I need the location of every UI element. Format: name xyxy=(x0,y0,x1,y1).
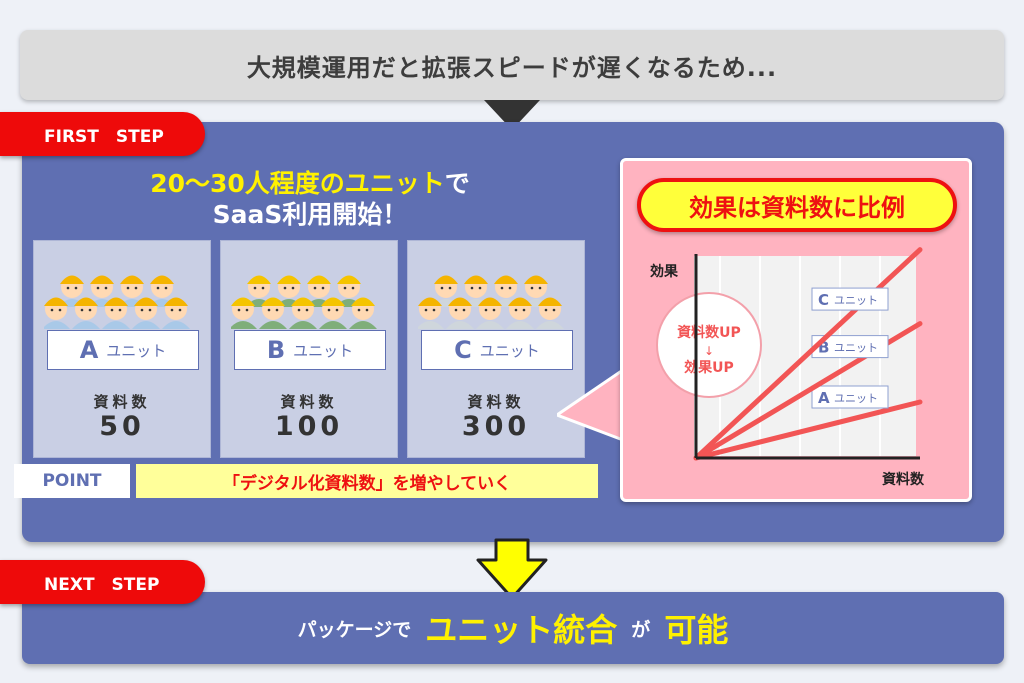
series-label-letter: B xyxy=(818,339,829,357)
worker-figure xyxy=(319,297,347,329)
series-layer: A ユニット B ユニット C ユニット xyxy=(693,247,923,461)
next-step-tag: NEXT STEP xyxy=(0,560,205,604)
worker-figure xyxy=(506,297,534,329)
callout-arrow: ↓ xyxy=(704,344,714,358)
doc-count-label: 資料数 xyxy=(467,393,525,411)
unit-card-c: C ユニット 資料数 300 xyxy=(407,240,585,458)
unit-card-b: B ユニット 資料数 100 xyxy=(220,240,398,458)
effect-chart: 資料数UP ↓ 効果UP A ユニット B ユニット C ユニット 効果 資料数 xyxy=(650,247,925,488)
people-group-icon xyxy=(418,275,564,329)
down-arrow-icon xyxy=(476,538,548,600)
y-axis-label: 効果 xyxy=(650,263,679,280)
next-step-prefix: パッケージで xyxy=(297,618,412,641)
worker-figure xyxy=(476,297,504,329)
worker-figure xyxy=(102,297,130,329)
worker-figure xyxy=(72,297,100,329)
unit-word: ユニット xyxy=(106,341,167,360)
top-banner: 大規模運用だと拡張スピードが遅くなるため... xyxy=(20,30,1004,100)
banner-text: 大規模運用だと拡張スピードが遅くなるため... xyxy=(246,53,778,82)
unit-letter: C xyxy=(454,336,472,364)
point-text: 「デジタル化資料数」を増やしていく xyxy=(222,473,512,494)
series-label-letter: A xyxy=(818,389,830,407)
unit-letter: A xyxy=(79,336,99,364)
first-step-label: FIRST STEP xyxy=(44,126,164,147)
worker-figure xyxy=(289,297,317,329)
series-label-word: ユニット xyxy=(834,342,878,355)
unit-label-box: A ユニット xyxy=(47,330,199,370)
point-label: POINT xyxy=(14,464,130,498)
worker-figure xyxy=(162,297,190,329)
worker-figure xyxy=(418,297,444,329)
worker-figure xyxy=(231,297,257,329)
next-step-label: NEXT STEP xyxy=(44,574,160,595)
doc-count-value: 100 xyxy=(274,411,344,442)
unit-word: ユニット xyxy=(479,341,540,360)
headline: 20〜30人程度のユニットで SaaS利用開始！ xyxy=(60,168,560,230)
effect-pill: 効果は資料数に比例 xyxy=(637,178,957,232)
doc-count-value: 50 xyxy=(99,411,145,442)
unit-word: ユニット xyxy=(293,341,354,360)
x-axis-label: 資料数 xyxy=(882,471,925,488)
worker-figure xyxy=(446,297,474,329)
callout-circle xyxy=(656,292,762,398)
worker-figure xyxy=(58,275,86,307)
doc-count-value: 300 xyxy=(461,411,531,442)
people-group-icon xyxy=(44,275,190,329)
doc-count-label: 資料数 xyxy=(280,393,338,411)
next-step-particle: が xyxy=(631,618,651,641)
headline-emphasis: 20〜30人程度のユニット xyxy=(150,169,445,198)
effect-pill-text: 効果は資料数に比例 xyxy=(689,193,905,222)
series-line-2 xyxy=(693,247,923,461)
unit-letter: B xyxy=(266,336,286,364)
worker-figure xyxy=(349,297,377,329)
headline-tail: で xyxy=(444,169,470,198)
series-line-0 xyxy=(693,399,923,461)
callout-line2: 効果UP xyxy=(684,359,734,376)
worker-figure xyxy=(259,297,287,329)
series-label-letter: C xyxy=(818,291,829,309)
first-step-tag: FIRST STEP xyxy=(0,112,205,156)
headline-line1: 20〜30人程度のユニットで xyxy=(60,168,560,199)
unit-label-box: C ユニット xyxy=(421,330,573,370)
callout-pointer xyxy=(557,366,627,446)
series-label-1: B ユニット xyxy=(811,335,889,359)
point-text-box: 「デジタル化資料数」を増やしていく xyxy=(136,464,598,498)
series-label-0: A ユニット xyxy=(811,385,889,409)
headline-line2: SaaS利用開始！ xyxy=(212,200,408,229)
point-label-text: POINT xyxy=(42,471,102,491)
next-step-emphasis: ユニット統合 xyxy=(425,611,618,649)
series-label-word: ユニット xyxy=(834,294,878,307)
next-step-possible: 可能 xyxy=(664,611,729,649)
unit-label-box: B ユニット xyxy=(234,330,386,370)
doc-count-label: 資料数 xyxy=(93,393,151,411)
people-group-icon xyxy=(231,275,377,329)
worker-figure xyxy=(132,297,160,329)
series-label-word: ユニット xyxy=(834,392,878,405)
series-label-2: C ユニット xyxy=(811,287,889,311)
unit-card-a: A ユニット 資料数 50 xyxy=(33,240,211,458)
worker-figure xyxy=(536,297,564,329)
callout-line1: 資料数UP xyxy=(677,324,741,341)
next-step-bar: パッケージで ユニット統合 が 可能 xyxy=(22,592,1004,664)
worker-figure xyxy=(44,297,70,329)
